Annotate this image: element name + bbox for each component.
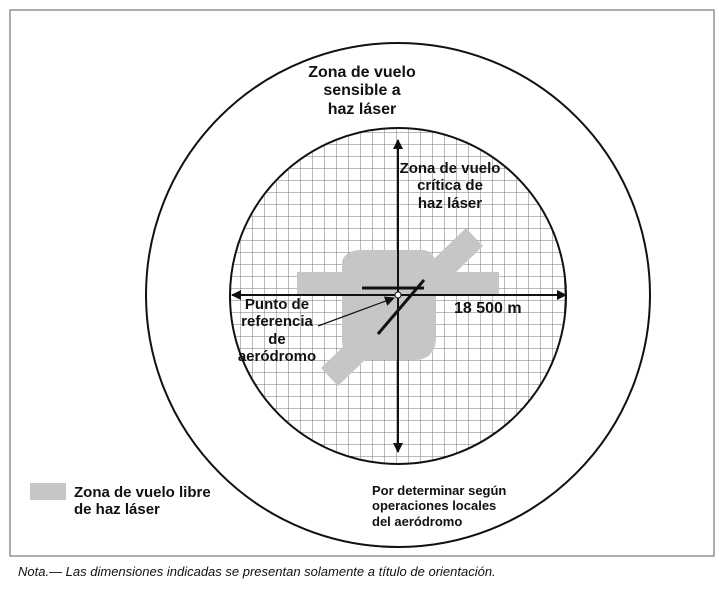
reference-point-label: Punto de referencia de aeródromo <box>222 296 332 365</box>
outer-boundary-note-line-2: operaciones locales <box>372 498 497 514</box>
reference-point-marker <box>394 291 402 299</box>
outer-zone-label: Zona de vuelo sensible a haz láser <box>262 64 462 119</box>
footnote: Nota.— Las dimensiones indicadas se pres… <box>18 564 496 579</box>
outer-boundary-note-line-1: Por determinar según <box>372 483 507 498</box>
outer-boundary-note: Por determinar según operaciones locales… <box>372 483 506 529</box>
inner-zone-label: Zona de vuelo crítica de haz láser <box>380 160 520 212</box>
legend-label-line-2: de haz láser <box>74 501 160 519</box>
reference-point-leader <box>317 296 395 327</box>
reference-point-label-line-4: aeródromo <box>237 347 317 365</box>
reference-point-label-line-3: de <box>268 330 286 348</box>
reference-point-label-line-1: Punto de <box>244 296 310 313</box>
figure-border <box>9 9 715 557</box>
legend-label: Zona de vuelo libre de haz láser <box>74 484 211 519</box>
outer-zone-circle <box>145 42 651 548</box>
inner-zone-label-line-2: crítica de <box>417 177 483 195</box>
legend-swatch <box>30 483 66 500</box>
runway-diagonal <box>376 279 426 335</box>
inner-zone-label-line-3: haz láser <box>417 194 483 212</box>
dimension-label: 18 500 m <box>454 300 522 317</box>
outer-boundary-note-line-3: del aeródromo <box>372 513 463 529</box>
legend-label-line-1: Zona de vuelo libre <box>74 484 211 501</box>
outer-zone-label-line-2: sensible a <box>323 82 401 100</box>
inner-zone-label-line-1: Zona de vuelo <box>399 160 501 177</box>
reference-point-label-line-2: referencia <box>241 313 313 331</box>
outer-zone-label-line-1: Zona de vuelo <box>308 64 416 81</box>
outer-zone-label-line-3: haz láser <box>327 100 397 118</box>
